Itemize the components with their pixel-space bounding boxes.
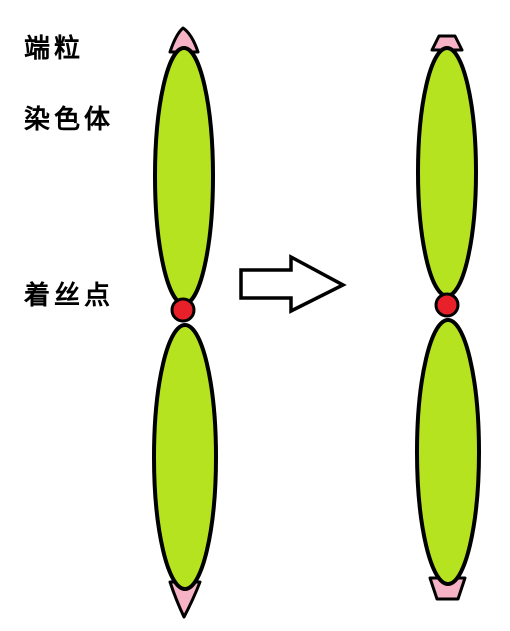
- chromatid-arm-lower-left: [152, 323, 218, 591]
- chromatid-arm-lower-right: [415, 318, 481, 586]
- centromere-right: [434, 292, 460, 318]
- chromosome-label: 染色体: [24, 105, 115, 135]
- chromosome-right: [415, 34, 481, 601]
- telomere-top-left: [168, 26, 200, 54]
- chromatid-arm-upper-right: [416, 46, 478, 298]
- right-arrow: [239, 254, 347, 314]
- chromatid-arm-upper-left: [153, 46, 215, 306]
- telomere-bottom-left: [168, 580, 202, 619]
- chromosome-left: [152, 26, 218, 619]
- telomere-label: 端粒: [24, 34, 85, 64]
- centromere-left: [170, 297, 196, 323]
- centromere-label: 着丝点: [24, 281, 115, 311]
